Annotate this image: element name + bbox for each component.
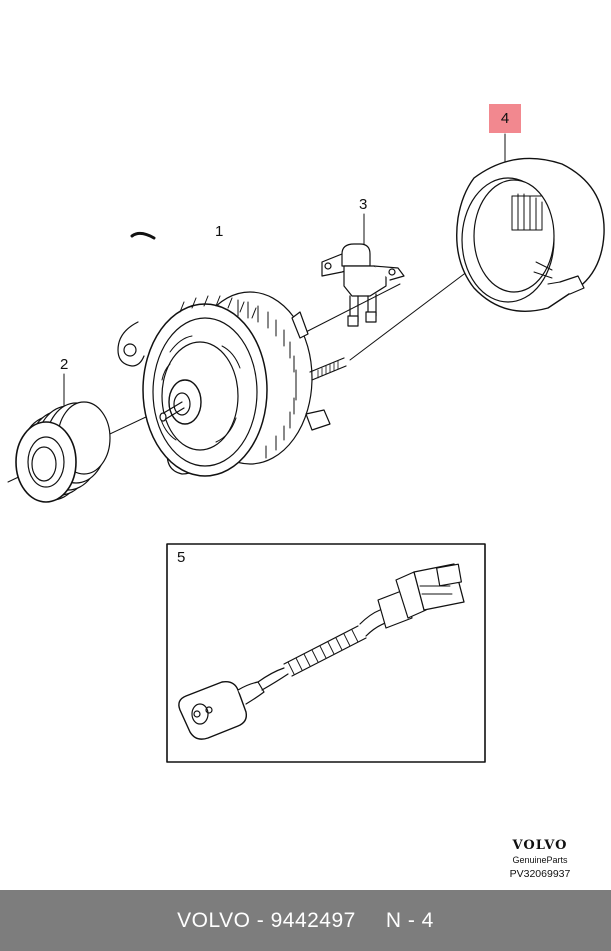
callout-3: 3 (359, 196, 368, 213)
position-text: N - 4 (385, 908, 434, 932)
wiring-harness-part-5 (178, 563, 465, 740)
part-number-text: VOLVO - 9442497 (177, 908, 356, 932)
pulley-part-2 (15, 401, 111, 503)
callout-5: 5 (177, 549, 186, 566)
diagram-code: PV32069937 (509, 868, 571, 880)
inset-frame (166, 543, 486, 763)
brand-subtitle: GenuineParts (512, 855, 568, 865)
callout-1: 1 (215, 223, 224, 240)
footer-bar: VOLVO - 9442497 N - 4 (0, 890, 611, 951)
alternator-exploded-diagram (7, 133, 605, 763)
mark (130, 231, 156, 240)
rear-cover-part-4 (456, 157, 605, 312)
brand-block: VOLVO GenuineParts PV32069937 (490, 838, 590, 880)
regulator-part-3 (321, 243, 405, 327)
callout-4-highlighted[interactable]: 4 (489, 104, 521, 133)
volvo-logo: VOLVO (512, 838, 568, 853)
alternator-part-1 (117, 291, 347, 477)
callout-2: 2 (60, 356, 69, 373)
